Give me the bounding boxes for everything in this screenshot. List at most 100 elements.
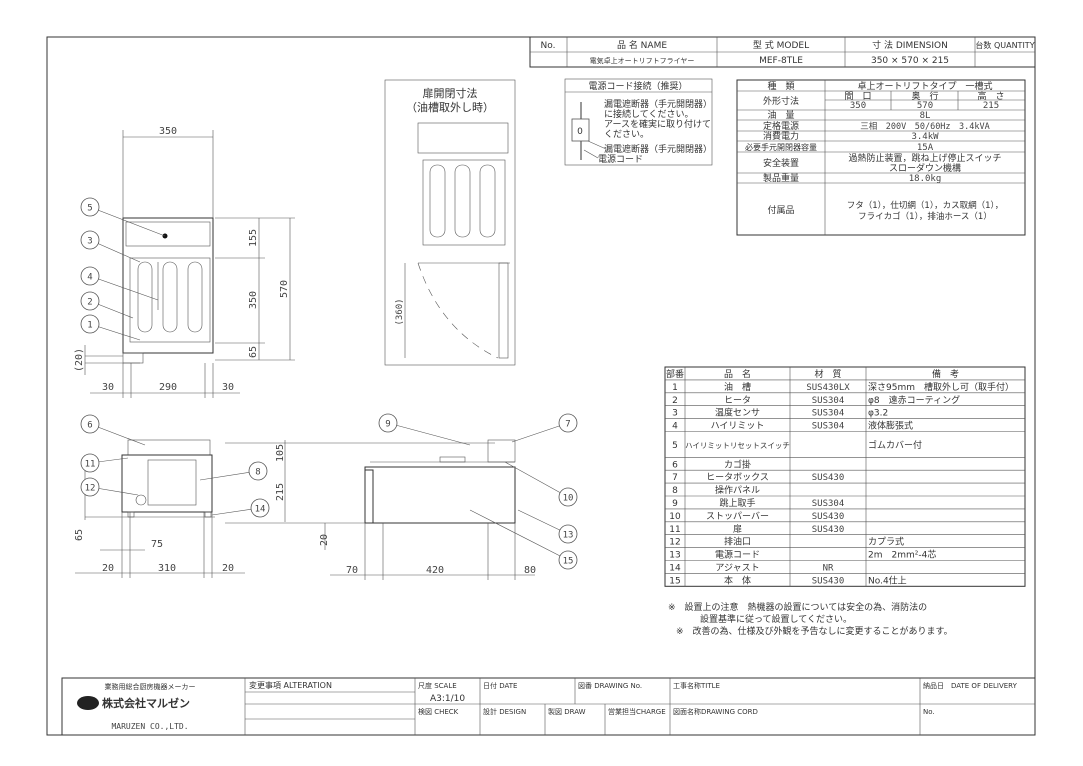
- power-cord-box: 電源コード接続（推奨） 0 漏電遮断器（手元開閉器） に接続してください。 アー…: [564, 78, 713, 166]
- product-dimension: 350 × 570 × 215: [871, 56, 949, 66]
- parts-cell: 跳上取手: [719, 497, 755, 509]
- parts-cell: SUS304: [812, 422, 845, 432]
- drawing-no-label: 図番 DRAWING No.: [578, 682, 642, 690]
- callout-circle: [558, 413, 578, 433]
- spec-label: 外形寸法: [763, 95, 799, 107]
- parts-cell: 本 体: [724, 574, 751, 586]
- dim-215: 215: [275, 483, 286, 501]
- callout-number: 4: [87, 273, 92, 283]
- alteration-label: 変更事項 ALTERATION: [249, 680, 332, 690]
- leader-line: [89, 206, 166, 237]
- dim-420: 420: [426, 565, 444, 576]
- dim-20-right: 20: [222, 563, 234, 574]
- callout-number: 9: [385, 420, 390, 430]
- dim-65: 65: [248, 346, 259, 358]
- parts-cell: NR: [823, 563, 834, 573]
- parts-cell: ゴムカバー付: [868, 439, 922, 451]
- parts-cell: SUS430LX: [806, 383, 850, 393]
- draw-label: 製図 DRAW: [548, 707, 586, 716]
- company-name: 株式会社マルゼン: [102, 696, 190, 710]
- parts-cell: 2: [672, 396, 678, 406]
- maruzen-logo-icon: [77, 696, 99, 710]
- notes: ※ 設置上の注意 熱機器の設置については安全の為、消防法の 設置基準に従って設置…: [668, 601, 953, 637]
- breaker-symbol: [571, 118, 590, 142]
- callout-circle: [80, 414, 100, 434]
- header-no-label: No.: [541, 41, 556, 51]
- dim-20-left: 20: [102, 563, 114, 574]
- callout-circle: [80, 477, 100, 497]
- callout-number: 8: [255, 468, 260, 478]
- parts-cell: SUS430: [812, 576, 845, 586]
- parts-cell: 12: [669, 538, 680, 548]
- door-title: 扉開閉寸法: [423, 86, 478, 100]
- spec-height: 215: [983, 101, 999, 111]
- header-model-label: 型 式 MODEL: [753, 39, 809, 51]
- scale-label: 尺度 SCALE: [418, 681, 457, 690]
- callout-number: 6: [87, 421, 92, 431]
- panel-view: 105 215 65 75 20 310 20: [74, 439, 286, 578]
- parts-cell: 7: [672, 473, 678, 483]
- parts-cell: 油 槽: [724, 381, 751, 393]
- parts-cell: 1: [672, 383, 678, 393]
- callout-circle: [80, 291, 100, 311]
- callout-circle: [558, 550, 578, 570]
- dim-350: 350: [248, 291, 259, 309]
- charge-label: 営業担当CHARGE: [608, 707, 666, 716]
- power-box-title: 電源コード接続（推奨）: [588, 80, 687, 92]
- spec-label: 油 量: [767, 109, 794, 121]
- header-quantity-label: 台数 QUANTITY: [975, 40, 1034, 50]
- parts-cell: 4: [672, 422, 678, 432]
- scale-value: A3:1/10: [430, 694, 465, 704]
- leader-line: [387, 422, 471, 446]
- parts-cell: ヒータボックス: [706, 472, 769, 483]
- spec-subheader: 間 口: [844, 91, 871, 102]
- parts-cell: 温度センサ: [715, 407, 760, 419]
- dim-310: 310: [158, 563, 176, 574]
- side-view: 20 70 420 80: [225, 439, 536, 580]
- maker-caption: 業務用総合厨房機器メーカー: [105, 682, 196, 691]
- spec-table: 種 類 卓上オートリフトタイプ 一槽式 外形寸法 間 口 奥 行 高 さ 350…: [736, 79, 1026, 236]
- product-model: MEF-8TLE: [759, 56, 803, 66]
- dim-360: (360): [395, 298, 405, 325]
- dim-70: 70: [346, 565, 358, 576]
- callout-number: 5: [87, 204, 92, 214]
- check-label: 検図 CHECK: [418, 707, 459, 716]
- parts-cell: 操作パネル: [715, 484, 760, 496]
- parts-cell: SUS430: [812, 525, 845, 535]
- power-note-line: アースを確実に取り付けて: [604, 118, 711, 130]
- switch-label: 漏電遮断器（手元開閉器）: [604, 143, 712, 155]
- callout-circle: [250, 498, 270, 518]
- callout-number: 12: [85, 484, 96, 494]
- company-name-en: MARUZEN CO.,LTD.: [111, 722, 188, 731]
- parts-cell: 14: [669, 563, 681, 573]
- spec-value: 過熱防止装置，跳ね上げ停止スイッチ: [848, 152, 1001, 164]
- parts-cell: 6: [672, 460, 678, 470]
- spec-value: フタ（1），仕切網（1），カス取網（1），: [847, 200, 1003, 211]
- header-dimension-label: 寸 法 DIMENSION: [872, 39, 948, 51]
- callout-number: 10: [563, 494, 574, 504]
- dim-570: 570: [279, 280, 290, 298]
- leader-line: [89, 423, 146, 446]
- parts-cell: 電源コード: [715, 550, 760, 561]
- parts-cell: 13: [669, 551, 680, 561]
- spec-value: スローダウン機構: [889, 162, 961, 174]
- callout-circle: [80, 266, 100, 286]
- parts-header: 材 質: [814, 368, 841, 380]
- spec-label: 必要手元開閉器容量: [745, 142, 817, 152]
- parts-cell: カプラ式: [868, 536, 904, 548]
- title-block: 業務用総合厨房機器メーカー 株式会社マルゼン MARUZEN CO.,LTD. …: [61, 677, 1036, 736]
- dim-20-side: 20: [319, 534, 330, 546]
- parts-cell: 2m 2mm²-4芯: [868, 549, 936, 561]
- dim-105: 105: [275, 444, 286, 462]
- dim-30-left: 30: [102, 382, 114, 393]
- spec-width: 350: [850, 101, 866, 111]
- parts-cell: φ3.2: [868, 409, 888, 419]
- callout-circle: [558, 524, 578, 544]
- drawing-cord-label: 図面名称DRAWING CORD: [673, 707, 758, 716]
- note-line: ※ 改善の為、仕様及び外観を予告なしに変更することがあります。: [676, 625, 953, 637]
- dim-30-right: 30: [222, 382, 234, 393]
- parts-cell: φ8 遠赤コーティング: [868, 394, 960, 406]
- dim-65-rear: 65: [74, 529, 85, 541]
